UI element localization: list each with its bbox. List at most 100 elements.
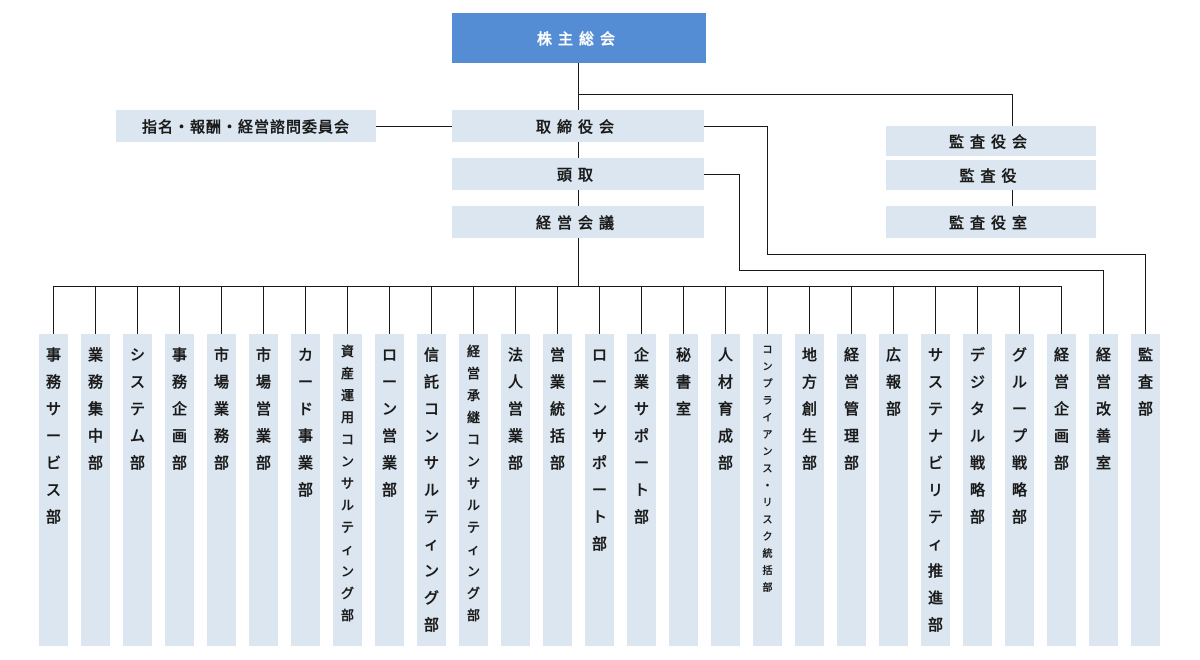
connector-president-improvement-v2 [1103, 270, 1104, 334]
department-drop-line [179, 286, 180, 334]
department-label-char: プ [1011, 427, 1027, 445]
department-label-char: テ [340, 521, 354, 536]
department-label-char: 業 [549, 373, 565, 391]
department-label-char: 場 [255, 373, 271, 391]
department-column: 企業サポート部 [627, 334, 656, 646]
department-label-char: 業 [381, 454, 397, 472]
department-label-char: 事 [297, 427, 313, 445]
department-label-char: 生 [801, 427, 817, 445]
department-drop-line [515, 286, 516, 334]
department-column: 広報部 [879, 334, 908, 646]
department-label-char: 戦 [1011, 454, 1027, 472]
department-label-char: 業 [255, 427, 271, 445]
department-label-char: ジ [969, 373, 985, 391]
department-drop-line [1061, 286, 1062, 334]
department-label-char: 管 [843, 400, 859, 418]
department-label-char: ク [762, 532, 773, 543]
department-label-char: ロ [381, 346, 397, 364]
department-drop-line [725, 286, 726, 334]
department-label-char: イ [762, 413, 773, 424]
department-label-char: 部 [1137, 400, 1153, 418]
department-label-char: 部 [591, 535, 607, 553]
connector-audit-drop [1012, 94, 1013, 126]
department-label-char: 事 [45, 346, 61, 364]
department-label-char: グ [466, 587, 480, 602]
department-label-char: 部 [1011, 508, 1027, 526]
department-label-char: 人 [507, 373, 523, 391]
department-label-char: 部 [927, 616, 943, 634]
department-column: ローン営業部 [375, 334, 404, 646]
auditor-office-box: 監査役室 [886, 206, 1096, 238]
connector-president-management [578, 190, 579, 206]
department-label-char: 場 [213, 373, 229, 391]
department-label-char: 部 [255, 454, 271, 472]
department-label-char: 材 [717, 373, 733, 391]
connector-management-branch [578, 238, 579, 286]
department-drop-line [431, 286, 432, 334]
department-label-char: 統 [762, 549, 773, 560]
department-label-char: 室 [675, 400, 691, 418]
department-label-char: 統 [549, 400, 565, 418]
department-label-char: 画 [1053, 427, 1069, 445]
department-label-char: 企 [633, 346, 649, 364]
department-label-char: ン [340, 455, 354, 470]
department-label-char: ス [45, 481, 61, 499]
department-label-char: ス [762, 515, 773, 526]
department-drop-line [557, 286, 558, 334]
department-label-char: シ [129, 346, 145, 364]
department-label-char: グ [1011, 346, 1027, 364]
department-label-char: 部 [129, 454, 145, 472]
department-label-char: 進 [927, 589, 943, 607]
department-label-char: 承 [466, 389, 480, 404]
department-label-char: ビ [927, 454, 943, 472]
department-label-char: ン [381, 400, 397, 418]
department-column: コンプライアンス・リスク統括部 [753, 334, 782, 646]
department-column: グループ戦略部 [1005, 334, 1034, 646]
department-column: 事務サービス部 [39, 334, 68, 646]
department-label-char: 中 [87, 427, 103, 445]
department-label-char: ー [633, 454, 649, 472]
department-label-char: 業 [213, 400, 229, 418]
department-label-char: 営 [549, 346, 565, 364]
department-label-char: 査 [1137, 373, 1153, 391]
department-label-char: 部 [549, 454, 565, 472]
department-label-char: 営 [255, 400, 271, 418]
department-label-char: サ [340, 477, 354, 492]
connector-committee-board [376, 126, 452, 127]
department-label-char: ビ [45, 454, 61, 472]
department-label-char: 営 [466, 367, 480, 382]
department-label-char: 運 [340, 389, 354, 404]
connector-auditor-office [1012, 190, 1013, 206]
department-label-char: 成 [717, 427, 733, 445]
department-label-char: サ [927, 346, 943, 364]
department-column: 経営管理部 [837, 334, 866, 646]
department-label-char: 括 [549, 427, 565, 445]
president-box: 頭取 [452, 158, 704, 190]
department-label-char: 理 [843, 427, 859, 445]
department-drop-line [473, 286, 474, 334]
department-label-char: 業 [633, 373, 649, 391]
department-label-char: ン [466, 565, 480, 580]
department-label-char: サ [423, 454, 439, 472]
department-label-char: ン [423, 562, 439, 580]
department-drop-line [851, 286, 852, 334]
department-column: 信託コンサルティング部 [417, 334, 446, 646]
department-label-char: ン [591, 400, 607, 418]
advisory-committee-box: 指名・報酬・経営諮問委員会 [116, 110, 376, 142]
department-label-char: ー [381, 373, 397, 391]
department-drop-line [683, 286, 684, 334]
department-label-char: 業 [297, 454, 313, 472]
department-label-char: ィ [927, 535, 943, 553]
department-label-char: ィ [340, 543, 354, 558]
department-drop-line [1019, 286, 1020, 334]
department-column: 秘書室 [669, 334, 698, 646]
department-label-char: 方 [801, 373, 817, 391]
management-committee-box: 経営会議 [452, 206, 704, 238]
department-column: サステナビリティ推進部 [921, 334, 950, 646]
department-column: 市場営業部 [249, 334, 278, 646]
department-label-char: 部 [717, 454, 733, 472]
department-label-char: ー [1011, 400, 1027, 418]
department-label-char: ン [762, 362, 773, 373]
shareholders-meeting-box: 株主総会 [452, 13, 706, 63]
department-column: 法人営業部 [501, 334, 530, 646]
